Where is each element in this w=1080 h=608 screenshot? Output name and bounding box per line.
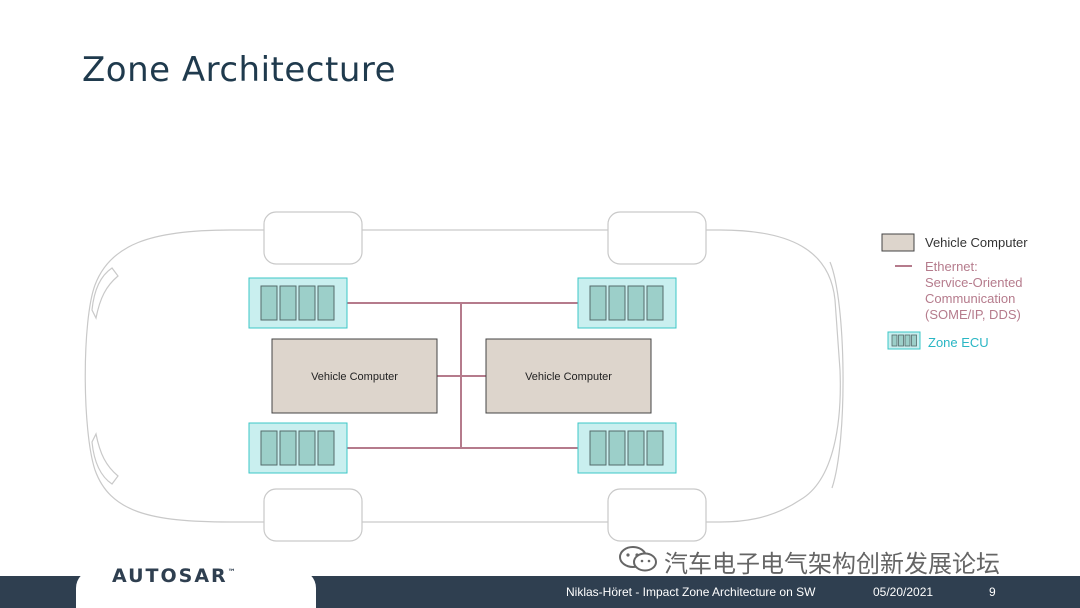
ethernet-network	[347, 302, 578, 449]
zone-ecu-front-left	[248, 277, 348, 329]
legend-vehicle-computer-label: Vehicle Computer	[925, 235, 1028, 250]
zone-ecu-front-right	[577, 277, 677, 329]
legend-ethernet-line-1: Ethernet:	[925, 259, 978, 274]
legend-vehicle-computer-swatch	[881, 233, 915, 252]
wheel-front-right	[607, 211, 707, 265]
vehicle-computer-left-label: Vehicle Computer	[311, 371, 398, 383]
wechat-icon	[619, 546, 657, 572]
legend-zone-ecu-label: Zone ECU	[928, 335, 989, 350]
footer-date: 05/20/2021	[873, 585, 934, 599]
zone-ecus	[248, 277, 677, 474]
wheel-front-left	[263, 211, 363, 265]
logo-tab	[76, 570, 316, 608]
car-outline	[84, 229, 844, 523]
wheels	[263, 211, 707, 542]
legend-ethernet-line-2: Service-Oriented	[925, 275, 1023, 290]
vehicle-computer-left: Vehicle Computer	[271, 338, 438, 414]
footer-page-number: 9	[989, 585, 996, 599]
legend-ethernet-line-3: Communication	[925, 291, 1016, 306]
autosar-logo: AUTOSAR™	[112, 565, 236, 587]
slide-title: Zone Architecture	[82, 50, 397, 90]
car-body-inner	[829, 261, 844, 489]
watermark-text: 汽车电子电气架构创新发展论坛	[664, 550, 1000, 578]
front-light-left-bottom	[91, 432, 119, 485]
footer-presentation-title: Niklas-Höret - Impact Zone Architecture …	[566, 585, 816, 599]
vehicle-computer-right-label: Vehicle Computer	[525, 371, 612, 383]
autosar-logo-tm: ™	[227, 567, 236, 577]
legend-ethernet-line-4: (SOME/IP, DDS)	[925, 307, 1021, 322]
front-light-left-top	[91, 267, 119, 320]
car-body	[84, 229, 841, 523]
vehicle-computer-right: Vehicle Computer	[485, 338, 652, 414]
zone-ecu-rear-left	[248, 422, 348, 474]
legend-symbols	[881, 233, 921, 350]
autosar-logo-text: AUTOSAR	[112, 565, 228, 587]
legend-zone-ecu-swatch	[887, 331, 921, 350]
wheel-rear-right	[607, 488, 707, 542]
legend-ethernet-label: Ethernet: Service-Oriented Communication…	[925, 259, 1023, 323]
zone-ecu-rear-right	[577, 422, 677, 474]
wheel-rear-left	[263, 488, 363, 542]
